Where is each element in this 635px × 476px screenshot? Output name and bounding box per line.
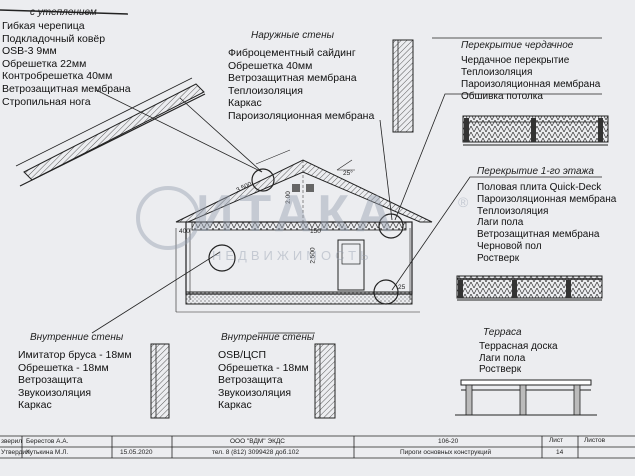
list-item: Ветрозащитная мембрана — [2, 82, 131, 95]
tb-name-1: Берестов А.А. — [26, 438, 69, 445]
list-item: Террасная доска — [479, 341, 558, 352]
watermark-logo-icon — [136, 186, 200, 250]
list-item: Ростверк — [479, 364, 522, 375]
inner-walls-2-layers: OSB/ЦСП Обрешетка - 18мм Ветрозащита Зву… — [218, 349, 309, 412]
list-item: Обрешетка - 18мм — [18, 361, 109, 374]
list-item: Каркас — [18, 399, 52, 412]
roof-detail — [15, 77, 206, 187]
inner-walls-2-title: Внутренние стены — [221, 332, 315, 343]
list-item: Пароизоляционная мембрана — [461, 79, 601, 90]
tb-role-1: зверил — [1, 438, 23, 445]
tb-sheet-number: 14 — [556, 449, 564, 456]
list-item: Звукоизоляция — [18, 386, 92, 399]
roof-title: с утеплением — [30, 7, 97, 18]
list-item: Каркас — [228, 97, 262, 110]
tb-date: 15.05.2020 — [120, 449, 153, 456]
inner-walls-1-layers: Имитатор бруса - 18мм Обрешетка - 18мм В… — [18, 349, 132, 412]
list-item: OSB-3 9мм — [2, 45, 57, 58]
outer-walls-title: Наружные стены — [251, 30, 334, 41]
border-line — [0, 9, 129, 15]
list-item: Обшивка потолка — [461, 91, 543, 102]
tb-sheet-header: Лист — [549, 437, 564, 444]
watermark-brand: ИТАКА — [196, 185, 399, 243]
list-item: Половая плита Quick-Deck — [477, 182, 602, 193]
tb-code: 106-20 — [438, 438, 459, 445]
title-block-grid — [0, 435, 635, 459]
tb-company: ООО "ВДМ" ЭКДС — [230, 438, 285, 445]
list-item: Обрешетка 40мм — [228, 59, 313, 72]
watermark-sub: НЕДВИЖИМОСТЬ — [212, 248, 373, 263]
list-item: OSB/ЦСП — [218, 349, 266, 361]
terrace-title: Терраса — [483, 327, 522, 338]
list-item: Ветрозащитная мембрана — [228, 72, 357, 85]
attic-floor-layers: Чердачное перекрытие Теплоизоляция Парои… — [461, 55, 600, 103]
list-item: Лаги пола — [477, 217, 524, 229]
terrace-layers: Террасная доска Лаги пола Ростверк — [479, 341, 558, 376]
first-floor-title: Перекрытие 1-го этажа — [477, 166, 594, 177]
list-item: Звукоизоляция — [218, 386, 292, 399]
dim-150: 150 — [310, 228, 321, 235]
leader-lines — [91, 37, 602, 334]
list-item: Чердачное перекрытие — [461, 55, 570, 66]
roof-layers: Гибкая черепица Подкладочный ковёр OSB-3… — [2, 20, 131, 108]
inner-wall-detail-1 — [150, 343, 170, 419]
list-item: Лаги пола — [479, 352, 526, 364]
list-item: Контробрешетка 40мм — [2, 70, 113, 83]
dim-25: 25 — [398, 284, 406, 291]
inner-walls-1-title: Внутренние стены — [30, 332, 124, 343]
house-elevation — [175, 149, 433, 313]
list-item: Стропильная нога — [2, 95, 91, 108]
detail-circles — [208, 168, 404, 305]
tb-sheets-header: Листов — [584, 437, 606, 444]
tb-name-2: Кутькина М.Л. — [26, 449, 69, 456]
first-floor-detail — [456, 275, 603, 301]
tb-role-2: Утвердил — [1, 449, 30, 456]
list-item: Черновой пол — [477, 240, 542, 252]
tb-phone: тел. 8 (812) 3099428 доб.102 — [212, 449, 300, 456]
inner-wall-detail-2 — [314, 343, 336, 419]
list-item: Ветрозащита — [218, 374, 283, 387]
outer-walls-layers: Фиброцементный сайдинг Обрешетка 40мм Ве… — [228, 47, 374, 123]
list-item: Каркас — [218, 399, 252, 412]
list-item: Ростверк — [477, 252, 520, 264]
list-item: Фиброцементный сайдинг — [228, 47, 356, 59]
first-floor-layers: Половая плита Quick-Deck Пароизоляционна… — [477, 182, 616, 265]
watermark-reg: ® — [458, 194, 469, 210]
list-item: Обрешетка 22мм — [2, 57, 87, 70]
outer-wall-detail — [392, 39, 414, 133]
attic-floor-title: Перекрытие чердачное — [461, 40, 574, 51]
dim-angle: 25° — [343, 170, 353, 177]
list-item: Ветрозащитная мембрана — [477, 229, 600, 241]
list-item: Теплоизоляция — [477, 205, 549, 217]
list-item: Пароизоляционная мембрана — [228, 109, 375, 122]
list-item: Теплоизоляция — [228, 84, 303, 97]
list-item: Теплоизоляция — [461, 67, 533, 78]
list-item: Ветрозащита — [18, 374, 83, 387]
list-item: Подкладочный ковёр — [2, 32, 106, 45]
list-item: Пароизоляционная мембрана — [477, 193, 617, 205]
list-item: Гибкая черепица — [2, 20, 85, 32]
attic-floor-detail — [462, 115, 609, 146]
tb-description: Пироги основных конструкций — [400, 449, 492, 456]
list-item: Имитатор бруса - 18мм — [18, 349, 132, 361]
list-item: Обрешетка - 18мм — [218, 361, 309, 374]
terrace-detail — [455, 379, 597, 416]
